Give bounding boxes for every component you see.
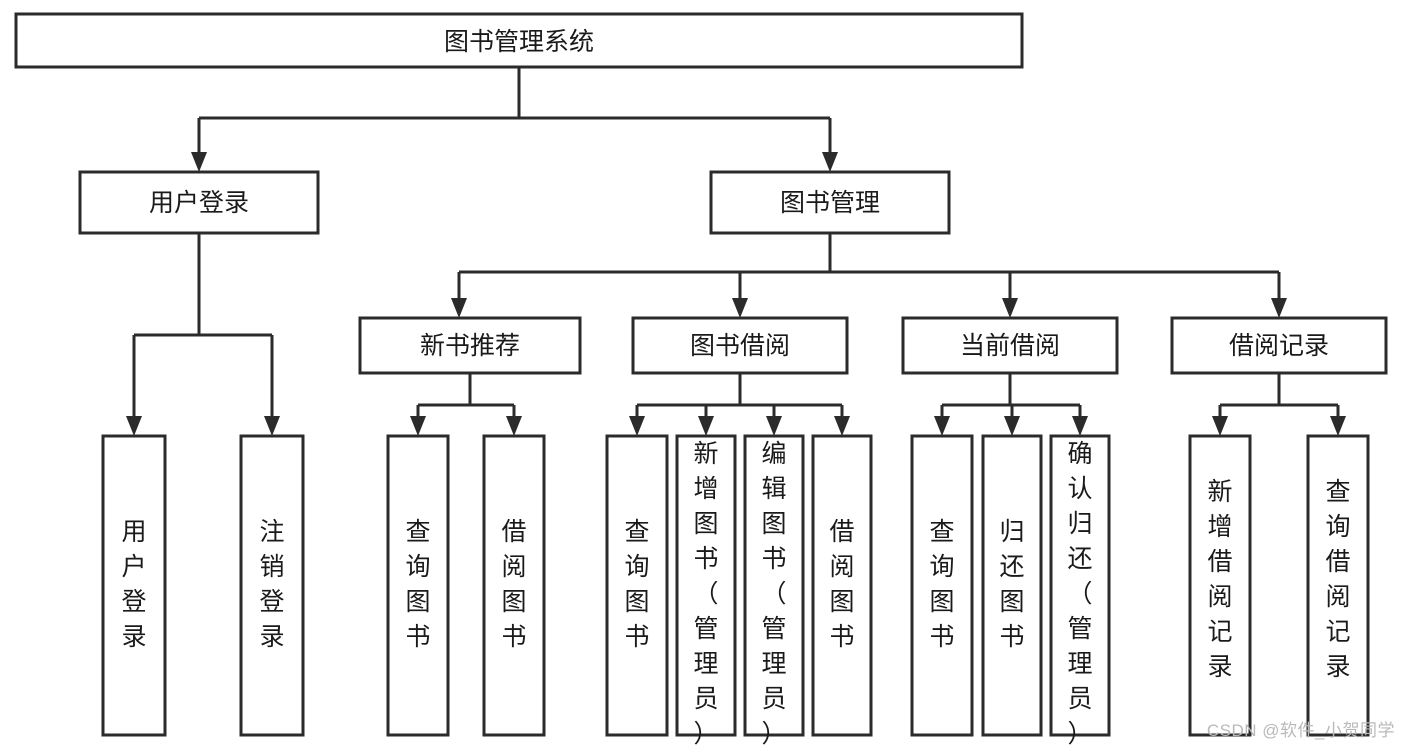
node-new-book-recommend-label: 新书推荐 (420, 332, 520, 360)
leaf-node-logout-login-label: 注销登录 (259, 518, 284, 651)
leaf-node-logout-login[interactable]: 注销登录 (239, 434, 305, 737)
arrowhead-leaf-return-book (1004, 416, 1020, 436)
node-current-borrow-box[interactable] (901, 316, 1119, 375)
leaf-node-borrow-book-1[interactable]: 借阅图书 (482, 434, 546, 737)
leaf-node-add-record-label: 新增借阅记录 (1207, 478, 1232, 681)
leaf-node-query-book-2-label: 查询图书 (624, 518, 649, 651)
arrowhead-leaf-add-record (1212, 416, 1228, 436)
node-current-borrow[interactable]: 当前借阅 (901, 316, 1119, 375)
arrowhead-leaf-user-login (126, 416, 142, 436)
leaf-node-return-book-label: 归还图书 (999, 518, 1024, 651)
node-book-borrow-label: 图书借阅 (690, 332, 790, 360)
leaf-node-edit-book-label: 编辑图书（管理员） (761, 440, 786, 747)
leaf-node-query-book-3-label: 查询图书 (929, 518, 954, 651)
node-user-login-box[interactable] (78, 170, 320, 235)
leaf-node-add-record-box[interactable] (1188, 434, 1252, 737)
leaf-node-query-record[interactable]: 查询借阅记录 (1306, 434, 1370, 737)
arrowhead-book-borrow (732, 298, 748, 318)
arrowhead-leaf-confirm-return (1072, 416, 1088, 436)
node-book-borrow-box[interactable] (631, 316, 849, 375)
leaf-node-query-book-3-box[interactable] (910, 434, 974, 737)
node-root-label: 图书管理系统 (444, 28, 594, 56)
arrowhead-leaf-query-book-3 (934, 416, 950, 436)
leaf-node-borrow-book-2-label: 借阅图书 (829, 518, 854, 651)
node-user-login-label: 用户登录 (149, 189, 249, 217)
leaf-node-query-record-box[interactable] (1306, 434, 1370, 737)
leaf-node-confirm-return-box[interactable] (1049, 434, 1111, 737)
node-user-login[interactable]: 用户登录 (78, 170, 320, 235)
leaf-node-edit-book[interactable]: 编辑图书（管理员） (743, 434, 805, 747)
node-book-manage[interactable]: 图书管理 (709, 170, 951, 235)
arrowhead-leaf-edit-book (766, 416, 782, 436)
leaf-node-borrow-book-1-label: 借阅图书 (501, 518, 526, 651)
csdn-watermark: CSDN @软件_小贺同学 (1206, 721, 1395, 740)
node-book-manage-label: 图书管理 (780, 189, 880, 217)
arrowhead-new-book-recommend (451, 298, 467, 318)
arrowhead-leaf-query-book-1 (410, 416, 426, 436)
arrowhead-leaf-query-record (1330, 416, 1346, 436)
node-borrow-record-box[interactable] (1170, 316, 1388, 375)
node-book-borrow[interactable]: 图书借阅 (631, 316, 849, 375)
leaf-node-query-book-2[interactable]: 查询图书 (605, 434, 669, 737)
node-root-box[interactable] (14, 12, 1024, 69)
node-new-book-recommend-box[interactable] (358, 316, 582, 375)
node-borrow-record[interactable]: 借阅记录 (1170, 316, 1388, 375)
leaf-node-return-book[interactable]: 归还图书 (981, 434, 1043, 737)
leaf-node-add-book-label: 新增图书（管理员） (693, 440, 718, 747)
node-borrow-record-label: 借阅记录 (1229, 332, 1329, 360)
arrowhead-leaf-add-book (698, 416, 714, 436)
arrowhead-leaf-query-book-2 (629, 416, 645, 436)
leaf-node-add-record[interactable]: 新增借阅记录 (1188, 434, 1252, 737)
leaf-node-borrow-book-2-box[interactable] (811, 434, 873, 737)
leaf-node-borrow-book-2[interactable]: 借阅图书 (811, 434, 873, 737)
leaf-node-add-book[interactable]: 新增图书（管理员） (675, 434, 737, 747)
leaf-node-add-book-box[interactable] (675, 434, 737, 737)
leaf-node-query-book-1-label: 查询图书 (405, 518, 430, 651)
leaf-node-user-login-label: 用户登录 (121, 518, 146, 651)
leaf-node-query-book-1[interactable]: 查询图书 (386, 434, 450, 737)
arrowhead-user-login (191, 152, 207, 172)
leaf-node-borrow-book-1-box[interactable] (482, 434, 546, 737)
leaf-node-logout-login-box[interactable] (239, 434, 305, 737)
leaf-node-query-record-label: 查询借阅记录 (1325, 478, 1350, 681)
node-book-manage-box[interactable] (709, 170, 951, 235)
arrowhead-current-borrow (1002, 298, 1018, 318)
leaf-node-query-book-2-box[interactable] (605, 434, 669, 737)
node-current-borrow-label: 当前借阅 (960, 332, 1060, 360)
arrowhead-leaf-borrow-book-2 (834, 416, 850, 436)
arrowhead-leaf-logout-login (264, 416, 280, 436)
leaf-node-edit-book-box[interactable] (743, 434, 805, 737)
connector-layer (126, 67, 1346, 436)
arrowhead-leaf-borrow-book-1 (506, 416, 522, 436)
leaf-node-query-book-1-box[interactable] (386, 434, 450, 737)
leaf-node-user-login[interactable]: 用户登录 (101, 434, 167, 737)
arrowhead-book-manage (822, 152, 838, 172)
node-new-book-recommend[interactable]: 新书推荐 (358, 316, 582, 375)
leaf-node-confirm-return-label: 确认归还（管理员） (1067, 440, 1092, 747)
leaf-node-user-login-box[interactable] (101, 434, 167, 737)
leaf-node-return-book-box[interactable] (981, 434, 1043, 737)
leaf-node-query-book-3[interactable]: 查询图书 (910, 434, 974, 737)
leaf-node-confirm-return[interactable]: 确认归还（管理员） (1049, 434, 1111, 747)
node-root[interactable]: 图书管理系统 (14, 12, 1024, 69)
arrowhead-borrow-record (1271, 298, 1287, 318)
